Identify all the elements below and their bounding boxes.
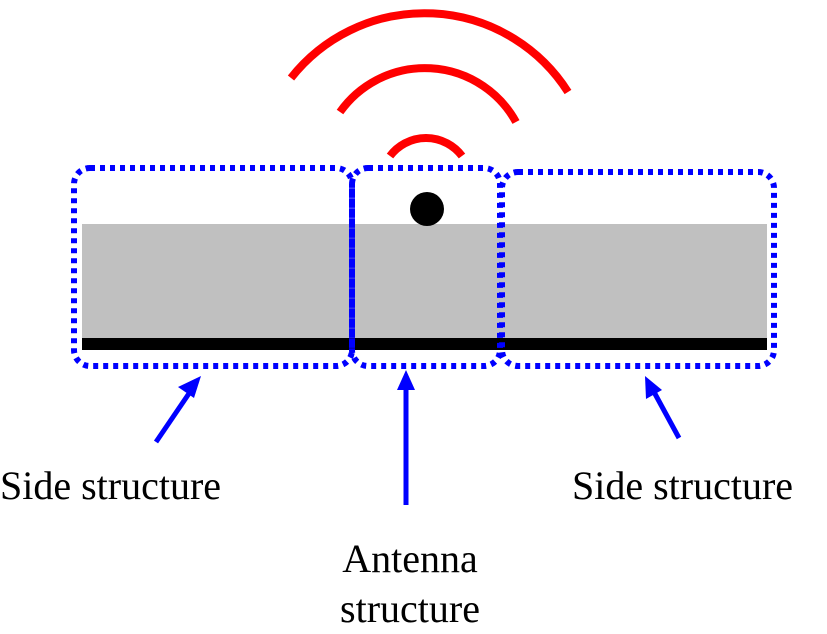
side-structure-left-label: Side structure: [0, 463, 222, 508]
side-structure-right-label: Side structure: [572, 463, 794, 508]
radiation-wave-outer: [287, 9, 572, 95]
radiation-wave-inner: [386, 134, 466, 159]
antenna-structure-box: [349, 165, 503, 369]
arrow-right: [645, 376, 682, 440]
antenna-structure-label-line1: Antenna: [342, 536, 478, 581]
side-structure-right-box: [499, 169, 777, 369]
antenna-structure-label-line2: structure: [340, 586, 480, 631]
side-structure-left-box: [71, 165, 355, 369]
ground-plane: [82, 338, 767, 350]
antenna-structure-label: Antenna structure: [330, 534, 490, 634]
arrow-left: [153, 376, 201, 444]
radiation-wave-middle: [336, 64, 520, 124]
antenna-dot: [410, 192, 444, 226]
substrate-layer: [82, 224, 767, 340]
arrow-center: [397, 370, 415, 505]
